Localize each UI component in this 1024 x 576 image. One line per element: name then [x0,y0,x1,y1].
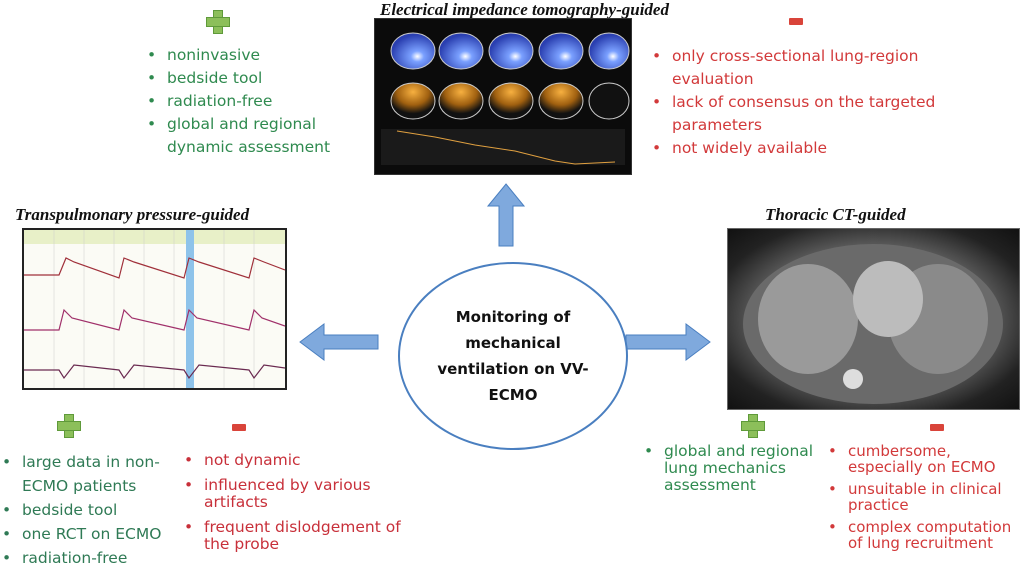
ct-cons-list: cumbersome, especially on ECMO unsuitabl… [826,443,1022,557]
list-item: not widely available [650,137,950,160]
eit-title: Electrical impedance tomography-guided [380,0,669,19]
list-item: noninvasive [145,44,355,67]
ct-pros-list: global and regional lung mechanics asses… [642,443,826,494]
minus-icon [232,424,246,431]
list-item: only cross-sectional lung-region evaluat… [650,45,950,91]
center-line: ECMO [488,386,538,404]
list-item: cumbersome, especially on ECMO [826,443,1022,475]
eit-image [374,18,632,175]
list-item: lack of consensus on the targeted parame… [650,91,950,137]
transpulmonary-title: Transpulmonary pressure-guided [15,205,250,224]
eit-cons-list: only cross-sectional lung-region evaluat… [650,45,950,168]
ct-title: Thoracic CT-guided [765,205,906,224]
plus-icon [741,414,765,438]
list-item: frequent dislodgement of the probe [182,519,402,553]
list-item: influenced by various artifacts [182,477,402,511]
list-item: bedside tool [145,67,355,90]
minus-icon [789,18,803,25]
eit-pros-list: noninvasive bedside tool radiation-free … [145,44,355,159]
list-item: unsuitable in clinical practice [826,481,1022,513]
thoracic-ct-image [727,228,1020,410]
list-item: radiation-free [145,90,355,113]
list-item: global and regional lung mechanics asses… [642,443,826,494]
up-arrow-icon [486,183,526,247]
right-arrow-icon [625,323,711,361]
list-item: radiation-free [0,546,198,570]
minus-icon [930,424,944,431]
left-arrow-icon [299,323,379,361]
list-item: global and regional dynamic assessment [145,113,355,159]
list-item: bedside tool [0,498,198,522]
center-line: mechanical [465,334,561,352]
center-line: ventilation on VV- [437,360,589,378]
plus-icon [206,10,230,34]
center-line: Monitoring of [455,308,571,326]
plus-icon [57,414,81,438]
list-item: not dynamic [182,452,402,470]
transpulmonary-pros-list: large data in non-ECMO patients bedside … [0,450,198,570]
center-ellipse: Monitoring of mechanical ventilation on … [398,262,628,450]
list-item: large data in non-ECMO patients [0,450,198,498]
pressure-waveform-image [22,228,287,390]
transpulmonary-cons-list: not dynamic influenced by various artifa… [182,452,402,561]
list-item: complex computation of lung recruitment [826,519,1022,551]
list-item: one RCT on ECMO [0,522,198,546]
